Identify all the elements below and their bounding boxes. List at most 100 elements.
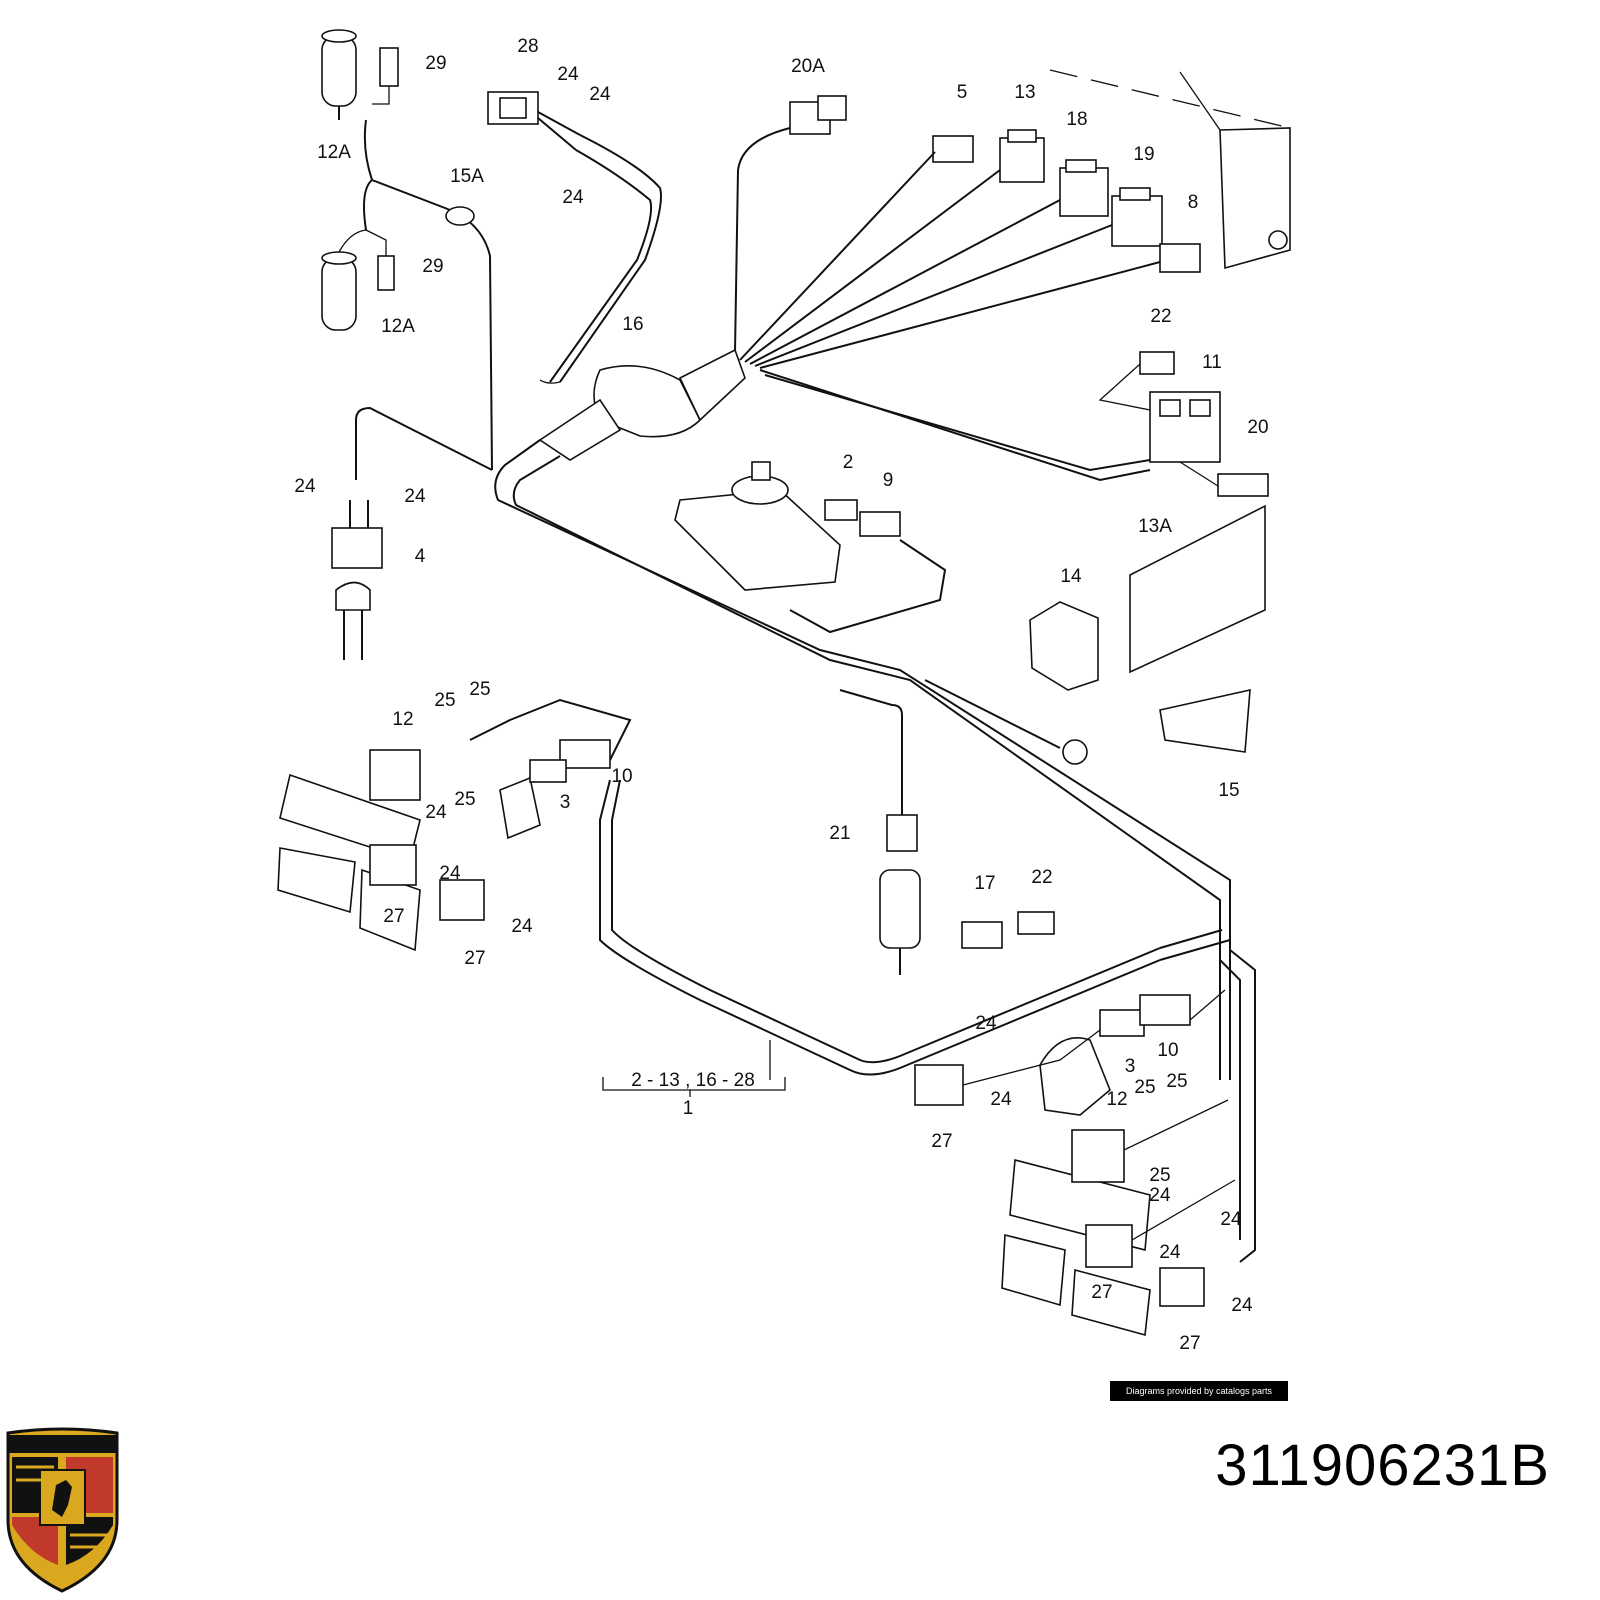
callout-c17: 22 <box>1150 306 1171 327</box>
grommet-16 <box>538 348 746 461</box>
callout-c42: 24 <box>975 1013 997 1034</box>
wire-to-11 <box>759 369 1151 482</box>
wire-12a-branch <box>363 119 374 231</box>
connector-29-top <box>372 47 399 105</box>
callout-c22: 13A <box>1138 516 1172 537</box>
callout-c31: 10 <box>611 766 632 787</box>
relay-22-bottom <box>1017 911 1055 935</box>
switch-4 <box>331 406 493 660</box>
main-trunk-upper <box>494 439 1231 1080</box>
callout-c18: 11 <box>1202 352 1222 373</box>
callout-c25: 4 <box>415 546 426 567</box>
callout-c29: 25 <box>434 690 455 711</box>
callout-c37: 24 <box>511 916 533 937</box>
callout-c3: 29 <box>422 256 443 277</box>
callout-c35: 24 <box>439 863 461 884</box>
callout-c24: 24 <box>404 486 426 507</box>
connector-20 <box>1217 473 1269 497</box>
relay-13 <box>999 129 1045 183</box>
washer-pump <box>879 869 921 975</box>
callout-c44: 10 <box>1157 1040 1178 1061</box>
callout-c33: 24 <box>425 802 447 823</box>
callout-c45: 24 <box>990 1089 1012 1110</box>
callout-c13: 18 <box>1066 109 1087 130</box>
callout-c53: 24 <box>1159 1242 1181 1263</box>
right-headlight-cluster <box>914 994 1205 1337</box>
bracket-15 <box>1159 688 1251 753</box>
callout-c51: 24 <box>1149 1185 1171 1206</box>
range-total: 1 <box>683 1098 694 1119</box>
callout-c23: 24 <box>294 476 316 497</box>
relay-8 <box>1159 243 1201 273</box>
porsche-crest-logo <box>6 1427 119 1593</box>
part-number: 311906231B <box>1215 1433 1550 1498</box>
relay-11 <box>1149 391 1221 463</box>
callout-c20: 2 <box>843 452 854 473</box>
connector-29-bottom <box>365 229 395 291</box>
callout-c50: 25 <box>1149 1165 1170 1186</box>
relay-22-top <box>1139 351 1175 375</box>
connector-2-9 <box>789 499 947 634</box>
callout-c43: 3 <box>1125 1056 1136 1077</box>
connector-17 <box>961 921 1003 949</box>
callout-c5: 15A <box>450 166 484 187</box>
connector-28 <box>487 91 581 151</box>
callout-c6: 28 <box>517 36 538 57</box>
callout-c26: 14 <box>1060 566 1082 587</box>
callout-c34: 25 <box>454 789 475 810</box>
fluid-reservoir <box>674 461 841 591</box>
callout-c2: 12A <box>317 142 351 163</box>
callout-c11: 5 <box>957 82 968 103</box>
sensor-12a-bottom <box>321 229 367 331</box>
callout-c40: 17 <box>974 873 995 894</box>
relay-5 <box>932 135 974 163</box>
wire-28-run <box>559 134 662 383</box>
callout-c56: 27 <box>1179 1333 1200 1354</box>
callout-c38: 27 <box>464 948 485 969</box>
callout-c36: 27 <box>383 906 404 927</box>
callout-c12: 13 <box>1014 82 1035 103</box>
callout-c10: 20A <box>791 56 825 77</box>
credit-box: Diagrams provided by catalogs parts <box>1110 1381 1288 1401</box>
callout-c4: 12A <box>381 316 415 337</box>
splice-15a <box>445 206 475 226</box>
callout-c16: 16 <box>622 314 643 335</box>
callout-c14: 19 <box>1133 144 1154 165</box>
callout-c21: 9 <box>883 470 894 491</box>
wire-20a <box>734 127 791 353</box>
callout-c47: 12 <box>1106 1089 1127 1110</box>
callout-c27: 15 <box>1218 780 1239 801</box>
wire-fan-relays <box>734 151 1161 369</box>
callout-c48: 25 <box>1134 1077 1155 1098</box>
callout-c28: 12 <box>392 709 413 730</box>
connector-21 <box>839 689 918 852</box>
sensor-12a-top <box>321 29 357 120</box>
callout-c55: 24 <box>1231 1295 1253 1316</box>
callout-c54: 27 <box>1091 1282 1112 1303</box>
relay-19 <box>1111 187 1163 247</box>
callout-c49: 25 <box>1166 1071 1187 1092</box>
control-unit-box <box>1049 69 1291 270</box>
range-label: 2 - 13 , 16 - 28 <box>631 1070 755 1091</box>
callout-c1: 29 <box>425 53 446 74</box>
callout-c32: 3 <box>560 792 571 813</box>
callout-c46: 27 <box>931 1131 952 1152</box>
left-headlight-cluster <box>277 739 611 952</box>
wire-15a-trunk <box>371 179 493 471</box>
right-harness-drop <box>1229 949 1256 1263</box>
range-bracket <box>602 1040 786 1097</box>
callout-c19: 20 <box>1247 417 1268 438</box>
callout-c9: 24 <box>562 187 584 208</box>
connector-20a <box>789 95 847 135</box>
callout-c39: 21 <box>829 823 850 844</box>
callout-c41: 22 <box>1031 867 1052 888</box>
left-harness-loop <box>469 698 1161 1076</box>
callout-c7: 24 <box>557 64 579 85</box>
callout-c52: 24 <box>1220 1209 1242 1230</box>
callout-c8: 24 <box>589 84 611 105</box>
callout-c30: 25 <box>469 679 490 700</box>
relay-14 <box>1029 601 1099 691</box>
ground-eye-wire <box>924 679 1061 749</box>
